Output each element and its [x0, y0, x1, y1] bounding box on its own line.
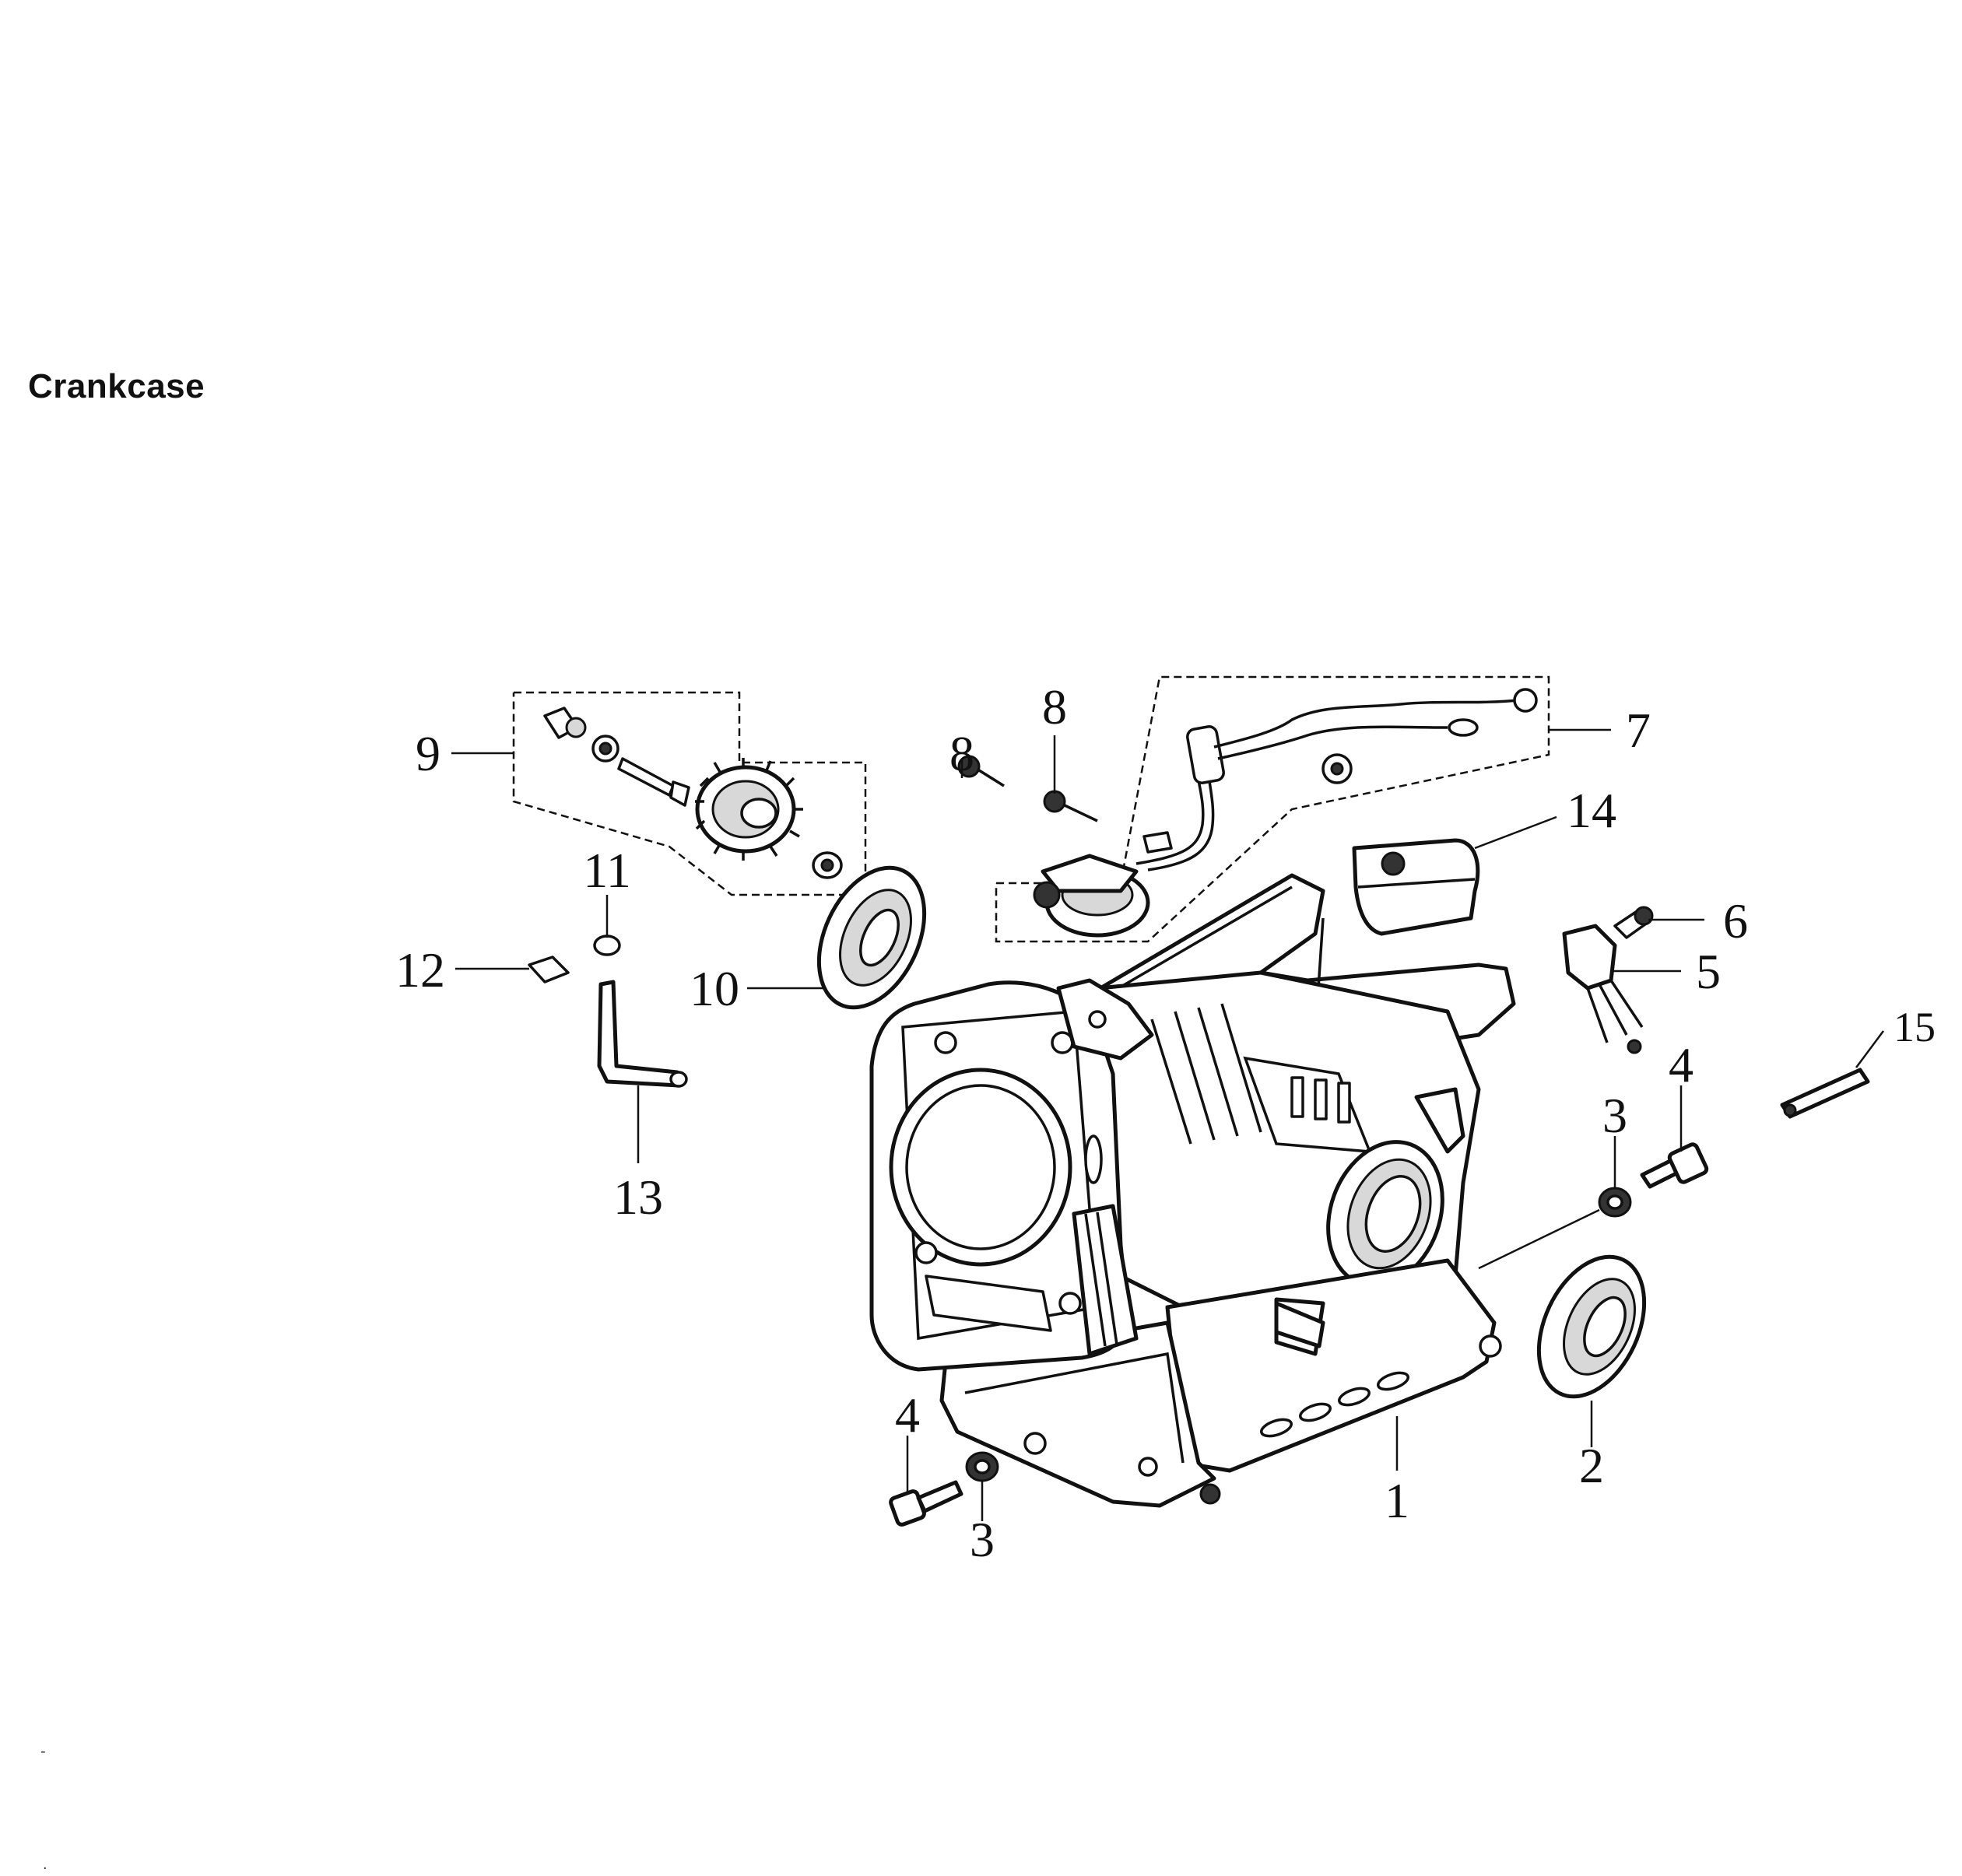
- stray-mark-1: -: [40, 1743, 46, 1760]
- callout-8-lower: 8: [949, 726, 974, 781]
- shaft-part: [617, 757, 675, 797]
- callout-5: 5: [1696, 944, 1721, 999]
- breather-parts: [528, 934, 688, 1088]
- plug-part-11: [593, 934, 621, 956]
- callout-6: 6: [1723, 893, 1748, 949]
- callout-13: 13: [613, 1169, 663, 1225]
- callout-4-right: 4: [1669, 1037, 1693, 1092]
- callout-14: 14: [1567, 783, 1616, 838]
- callout-8-upper: 8: [1042, 679, 1067, 735]
- pin-part-15: [1780, 1068, 1870, 1119]
- breather-tube-13: [597, 980, 681, 1088]
- bolt-part-4-left: [889, 1480, 963, 1527]
- bracket-part-5: [1562, 924, 1644, 1054]
- oil-seal-part-2: [1536, 1254, 1647, 1399]
- assembly-box-7: [995, 675, 1550, 943]
- bolt-8-upper: [1043, 790, 1098, 822]
- callout-7: 7: [1626, 703, 1651, 758]
- callout-1: 1: [1385, 1473, 1409, 1528]
- bolt-8-lower: [957, 755, 1005, 787]
- callout-2: 2: [1579, 1438, 1604, 1493]
- callout-15: 15: [1894, 1004, 1936, 1050]
- crankcase-body-part-1: [869, 873, 1516, 1508]
- callout-4-left: 4: [895, 1387, 920, 1443]
- callout-3-right: 3: [1602, 1088, 1627, 1143]
- governor-gear: [695, 758, 803, 861]
- callout-10: 10: [690, 961, 739, 1016]
- bolt-part-4-right: [1640, 1142, 1709, 1189]
- stray-mark-2: .: [43, 1856, 47, 1873]
- governor-gear-assembly: [512, 691, 867, 896]
- bearing-part-10: [816, 865, 927, 1010]
- connector-part: [1186, 725, 1225, 784]
- callout-labels: 1 2 3 3 4 4 5 6 7 8 8 9 10 11 12 13 14 1…: [395, 679, 1936, 1567]
- callout-9: 9: [416, 726, 440, 781]
- washer-part: [565, 717, 587, 738]
- oil-sensor-assembly: [995, 675, 1550, 943]
- callout-3-left: 3: [970, 1512, 995, 1567]
- callout-12: 12: [395, 942, 445, 998]
- washer-part-3-right: [1598, 1187, 1632, 1218]
- leader-lines: [451, 728, 1885, 1521]
- pad-part-14: [1352, 838, 1480, 936]
- screw-part-6: [1613, 906, 1654, 939]
- clamp-part-12: [528, 956, 570, 984]
- washer-part-3-left: [965, 1451, 999, 1482]
- page-title: Crankcase: [28, 367, 205, 405]
- callout-11: 11: [583, 843, 631, 898]
